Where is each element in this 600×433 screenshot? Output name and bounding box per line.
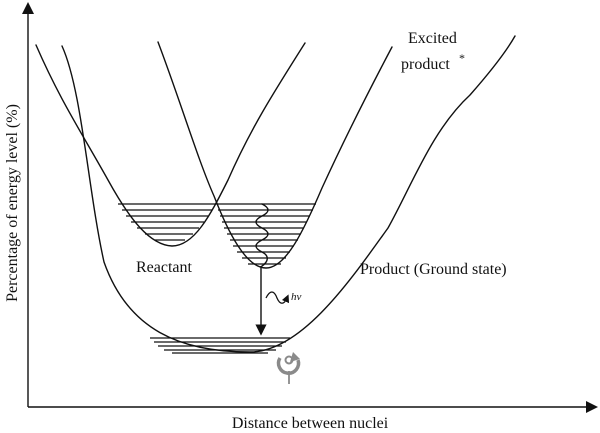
ground-state-vibrational-levels xyxy=(150,337,290,354)
y-axis-arrowhead xyxy=(22,2,34,14)
excited-product-star: * xyxy=(459,51,465,65)
product-ground-state-curve xyxy=(61,35,516,353)
reactant-label: Reactant xyxy=(136,259,193,276)
excited-product-label-line1: Excited xyxy=(408,30,457,47)
x-axis-label: Distance between nuclei xyxy=(232,415,389,432)
photon-label: hν xyxy=(291,291,302,303)
vibrational-relaxation-wave xyxy=(255,203,269,267)
reactant-vibrational-levels xyxy=(118,203,216,241)
excited-product-curve xyxy=(157,41,393,269)
recycle-icon xyxy=(276,352,301,384)
reactant-curve xyxy=(35,42,306,247)
product-ground-state-label: Product (Ground state) xyxy=(360,261,507,278)
y-axis-label: Percentage of energy level (%) xyxy=(4,104,21,302)
excited-vibrational-levels xyxy=(216,203,316,265)
photon-wave-icon xyxy=(265,291,290,304)
excited-product-label-line2: product xyxy=(401,56,450,73)
x-axis-arrowhead xyxy=(586,401,598,413)
